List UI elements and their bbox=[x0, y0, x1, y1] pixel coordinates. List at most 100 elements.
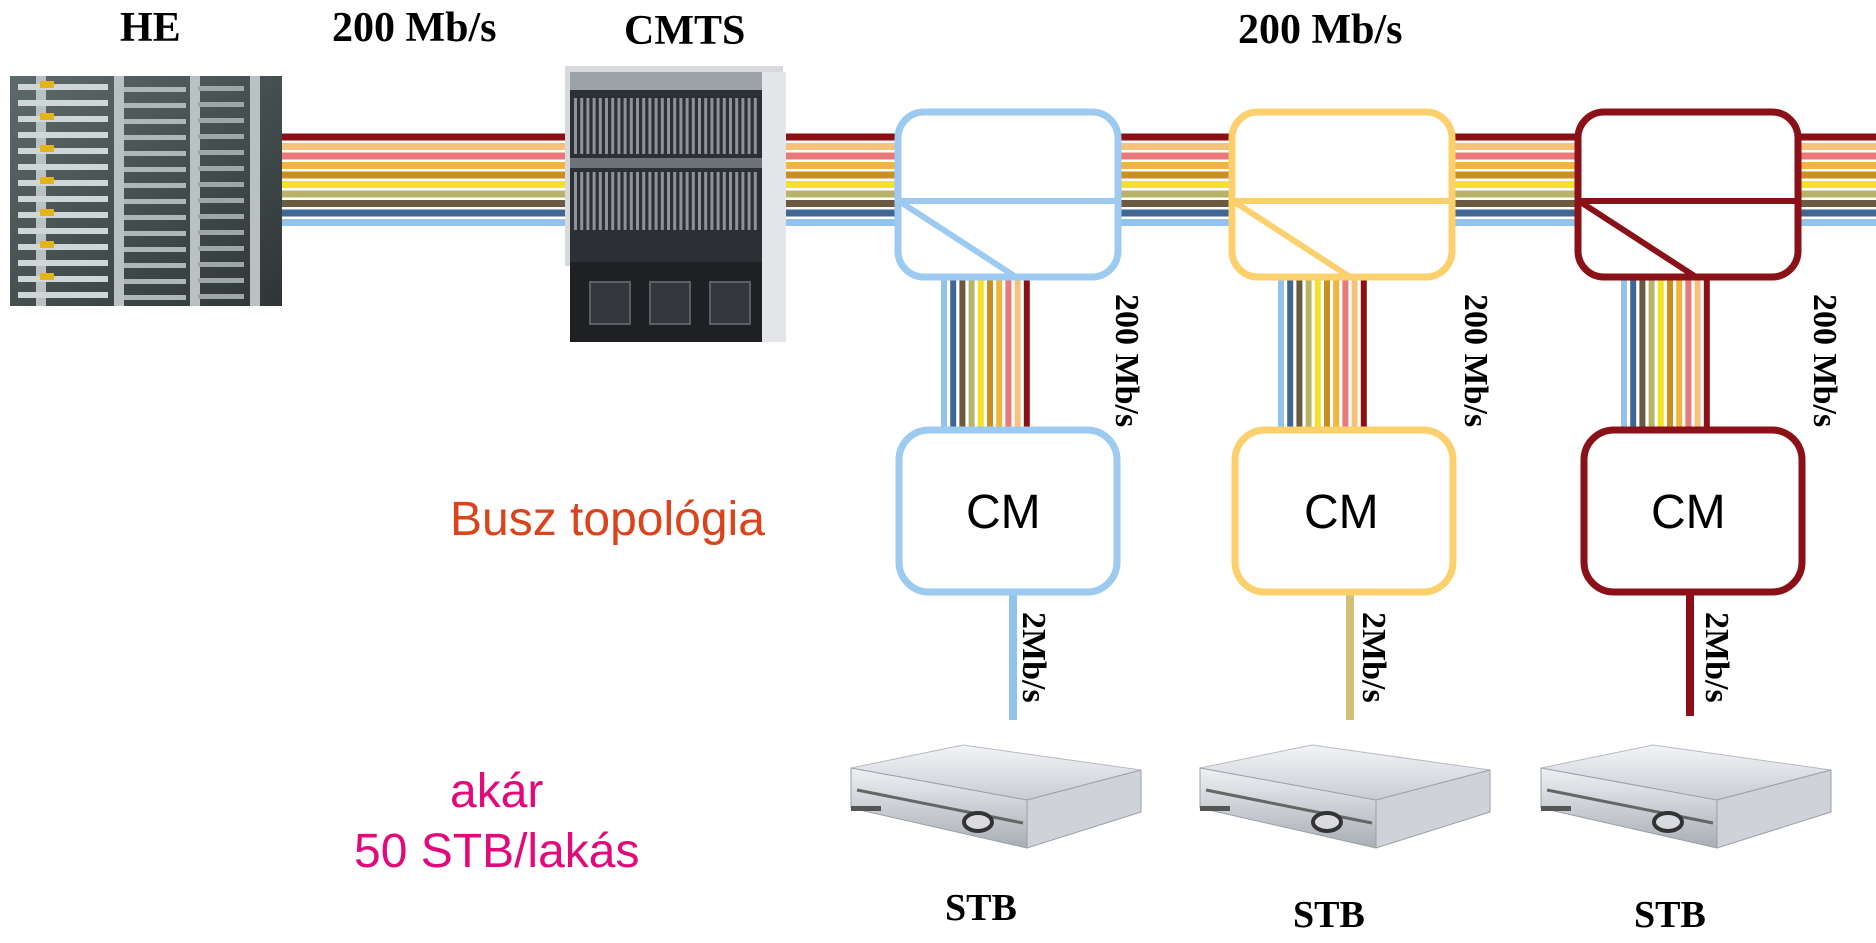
rack-panel bbox=[124, 295, 186, 300]
cmts-card bbox=[667, 98, 670, 154]
cm-label-2: CM bbox=[1304, 486, 1379, 539]
stb-dial bbox=[1311, 811, 1343, 833]
rack-panel bbox=[124, 167, 186, 172]
stb-display-strip bbox=[1205, 788, 1373, 825]
rack-rail bbox=[190, 76, 200, 306]
cable-modem-2 bbox=[1231, 426, 1457, 730]
cmts-top-rail bbox=[570, 72, 762, 90]
cmts-card bbox=[691, 172, 695, 230]
rack-panel bbox=[18, 84, 108, 90]
cmts-card bbox=[617, 98, 621, 154]
splitter-1 bbox=[894, 108, 1122, 281]
splitter-tap-line bbox=[900, 200, 1018, 280]
cmts-card bbox=[729, 98, 732, 154]
cmts-card bbox=[642, 172, 646, 230]
cmts-card bbox=[660, 98, 664, 154]
cmts-card bbox=[592, 172, 596, 230]
rack-panel bbox=[18, 260, 108, 266]
rack-tag bbox=[40, 209, 54, 216]
splitter-3 bbox=[1574, 108, 1802, 281]
bus-cable bbox=[282, 133, 1876, 226]
rack-panel bbox=[124, 247, 186, 252]
cmts-card bbox=[741, 98, 745, 154]
rack-panel bbox=[198, 214, 244, 219]
rack-panel bbox=[124, 263, 186, 268]
cmts-card bbox=[586, 172, 590, 230]
splitter-box bbox=[894, 108, 1122, 281]
stb-button bbox=[851, 806, 881, 811]
cmts-card bbox=[611, 172, 615, 230]
cmts-card bbox=[629, 172, 633, 230]
cm-box bbox=[895, 426, 1121, 596]
rack-panel bbox=[18, 180, 108, 186]
cmts-card bbox=[580, 98, 584, 154]
stb-side bbox=[1716, 769, 1832, 849]
rack-panel bbox=[198, 134, 244, 139]
rack-panel bbox=[124, 135, 186, 140]
cmts-card bbox=[636, 172, 639, 230]
cmts-card bbox=[648, 172, 652, 230]
drop-cables bbox=[941, 277, 1710, 430]
rack-tag bbox=[40, 177, 54, 184]
rack-panel bbox=[18, 148, 108, 154]
cmts-chassis-image bbox=[565, 66, 786, 342]
cmts-card bbox=[685, 98, 689, 154]
stb-per-home-note-line2: 50 STB/lakás bbox=[354, 825, 640, 878]
cmts-card bbox=[636, 98, 639, 154]
stb-display-strip bbox=[856, 788, 1024, 825]
splitter-tap-line bbox=[1234, 200, 1352, 280]
stb-label-3: STB bbox=[1634, 894, 1706, 936]
cmts-card bbox=[623, 172, 627, 230]
rack-panel bbox=[124, 215, 186, 220]
rack-panel bbox=[198, 86, 244, 91]
cm-box bbox=[1580, 426, 1806, 596]
set-top-box-image-3 bbox=[1531, 720, 1833, 868]
cmts-card bbox=[716, 98, 720, 154]
drop-rate-label-3: 200 Mb/s bbox=[1806, 294, 1843, 428]
cmts-card bbox=[753, 98, 757, 154]
cmts-card bbox=[580, 172, 584, 230]
cmts-card bbox=[729, 172, 732, 230]
cmts-card bbox=[617, 172, 621, 230]
cmts-card bbox=[691, 98, 695, 154]
cmts-card bbox=[611, 98, 615, 154]
rack-panel bbox=[198, 198, 244, 203]
rack-panel bbox=[124, 87, 186, 92]
cmts-card bbox=[704, 172, 708, 230]
rack-panel bbox=[198, 150, 244, 155]
rack-panel bbox=[198, 166, 244, 171]
cmts-card bbox=[642, 98, 646, 154]
rack-panel bbox=[18, 196, 108, 202]
drop-rate-label-1: 200 Mb/s bbox=[1108, 294, 1145, 428]
cmts-card bbox=[629, 98, 633, 154]
cmts-card bbox=[747, 172, 751, 230]
cmts-psu bbox=[589, 281, 631, 325]
stb-dial bbox=[1652, 811, 1684, 833]
rack-panel bbox=[124, 183, 186, 188]
stb-label-1: STB bbox=[945, 887, 1017, 929]
cmts-card bbox=[598, 98, 602, 154]
rack-panel bbox=[124, 119, 186, 124]
cmts-card bbox=[685, 172, 689, 230]
cmts-card bbox=[605, 172, 608, 230]
cmts-card bbox=[654, 98, 658, 154]
rack-tag bbox=[40, 145, 54, 152]
cm-stb-rate-label-2: 2Mb/s bbox=[1355, 612, 1392, 703]
rack-panel bbox=[124, 279, 186, 284]
rack-panel bbox=[18, 244, 108, 250]
rack-panel bbox=[18, 132, 108, 138]
cmts-card bbox=[704, 98, 708, 154]
cmts-card bbox=[710, 98, 714, 154]
cmts-card bbox=[710, 172, 714, 230]
stb-button bbox=[1541, 806, 1571, 811]
set-top-box-image-1 bbox=[841, 720, 1143, 868]
cmts-card bbox=[574, 98, 577, 154]
cmts-middle-rail bbox=[570, 158, 762, 168]
cmts-psu bbox=[709, 281, 751, 325]
cmts-psu bbox=[649, 281, 691, 325]
rack-tag bbox=[40, 273, 54, 280]
cm-stb-rate-label-3: 2Mb/s bbox=[1698, 612, 1735, 703]
cmts-card bbox=[574, 172, 577, 230]
